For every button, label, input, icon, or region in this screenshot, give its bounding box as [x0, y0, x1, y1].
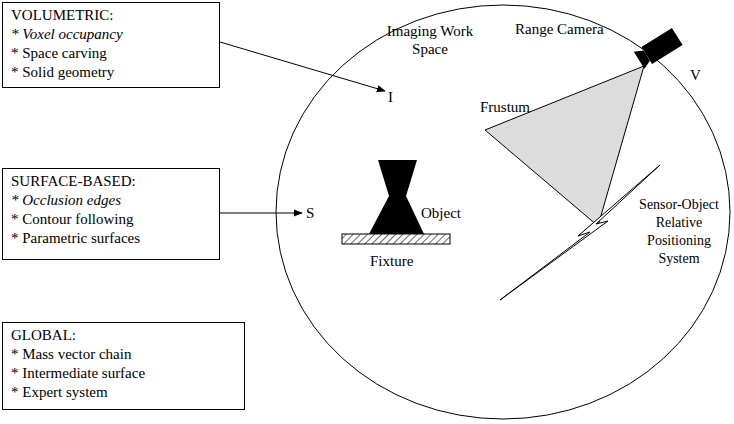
list-item: * Mass vector chain — [11, 345, 236, 364]
list-item: * Contour following — [11, 210, 211, 229]
object-shape — [369, 160, 424, 234]
workspace-label: Fixture — [370, 252, 413, 270]
category-box: GLOBAL:* Mass vector chain* Intermediate… — [2, 322, 245, 410]
box-heading: SURFACE-BASED: — [11, 172, 211, 191]
list-item: * Voxel occupancy — [11, 25, 211, 44]
box-heading: VOLUMETRIC: — [11, 6, 211, 25]
list-item: * Intermediate surface — [11, 364, 236, 383]
list-item: * Space carving — [11, 44, 211, 63]
list-item: * Parametric surfaces — [11, 229, 211, 248]
lightning-bolt — [500, 165, 660, 300]
fixture-shape — [342, 234, 450, 244]
workspace-label: V — [690, 66, 701, 84]
category-box: VOLUMETRIC:* Voxel occupancy* Space carv… — [2, 2, 220, 88]
workspace-label: I — [388, 88, 393, 106]
pointer-arrow — [220, 42, 385, 91]
workspace-label: Sensor-Object Relative Positioning Syste… — [630, 196, 728, 268]
box-heading: GLOBAL: — [11, 326, 236, 345]
workspace-label: Object — [421, 204, 461, 222]
workspace-label: Range Camera — [515, 20, 604, 38]
list-item: * Expert system — [11, 383, 236, 402]
list-item: * Solid geometry — [11, 63, 211, 82]
workspace-label: S — [306, 204, 314, 222]
ellipse-shape — [276, 5, 730, 419]
workspace-label: Imaging Work Space — [378, 22, 482, 58]
camera-lens — [634, 47, 652, 69]
workspace-label: Frustum — [480, 98, 530, 116]
workspace-ellipse: Imaging Work Space Range CameraV Frustum I S… — [275, 4, 731, 420]
camera-icon — [634, 28, 683, 69]
pointer-arrow — [220, 213, 302, 214]
list-item: * Occlusion edges — [11, 191, 211, 210]
category-box: SURFACE-BASED:* Occlusion edges* Contour… — [2, 168, 220, 260]
